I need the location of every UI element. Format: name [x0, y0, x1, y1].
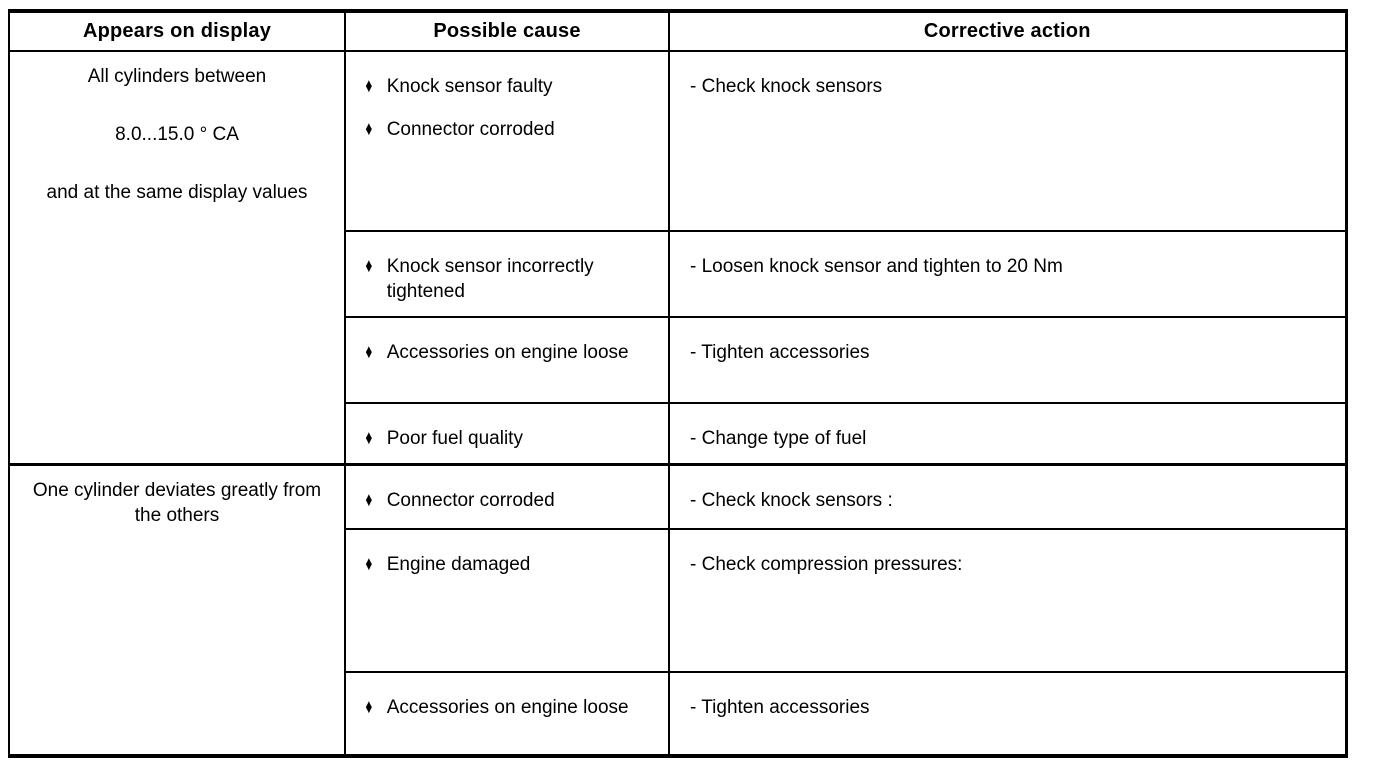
action-text: - Check knock sensors	[690, 76, 883, 97]
action-text: - Tighten accessories	[690, 696, 870, 718]
cause-item: ♦ Accessories on engine loose	[364, 340, 658, 365]
action-text: - Change type of fuel	[690, 428, 867, 450]
table-header-row: Appears on display Possible cause Correc…	[8, 10, 1347, 52]
display-line: All cylinders between	[87, 66, 267, 87]
table-row: ♦ Knock sensor incorrectly tightened - L…	[9, 229, 1347, 319]
column-header-corrective-action: Corrective action	[668, 10, 1347, 52]
cause-item: ♦ Poor fuel quality	[364, 426, 658, 451]
cause-cell: ♦ Engine damaged	[344, 527, 670, 673]
action-text: - Loosen knock sensor and tighten to 20 …	[690, 256, 1063, 277]
troubleshooting-table: Appears on display Possible cause Correc…	[8, 9, 1348, 758]
action-cell: - Change type of fuel	[668, 402, 1347, 466]
display-line: 8.0...15.0 ° CA	[115, 124, 239, 146]
bullet-diamond-icon: ♦	[365, 255, 373, 278]
cause-text: Connector corroded	[386, 119, 555, 141]
display-line: and at the same display values	[46, 182, 308, 204]
cause-cell: ♦ Accessories on engine loose	[344, 670, 670, 757]
cause-item: ♦ Knock sensor incorrectly tightened	[364, 254, 658, 304]
cause-item: ♦ Connector corroded	[364, 488, 658, 513]
column-header-appears-on-display: Appears on display	[8, 10, 346, 52]
bullet-diamond-icon: ♦	[365, 341, 373, 364]
cause-cell: ♦ Poor fuel quality	[344, 402, 670, 466]
display-line: One cylinder deviates greatly from the o…	[32, 480, 322, 527]
cause-item: ♦ Engine damaged	[364, 552, 658, 577]
table-row: All cylinders between 8.0...15.0 ° CA an…	[8, 50, 1347, 466]
action-cell: - Check knock sensors :	[668, 463, 1347, 530]
column-header-possible-cause: Possible cause	[344, 10, 670, 52]
cause-text: Knock sensor faulty	[386, 76, 553, 97]
cause-text: Engine damaged	[386, 553, 531, 575]
action-cell: - Check knock sensors	[668, 50, 1347, 232]
cause-cell: ♦ Connector corroded	[344, 463, 670, 530]
cause-cell: ♦ Accessories on engine loose	[344, 316, 670, 405]
table-row: ♦ Accessories on engine loose - Tighten …	[9, 316, 1347, 405]
action-cell: - Loosen knock sensor and tighten to 20 …	[668, 229, 1347, 319]
action-text: - Check knock sensors :	[690, 490, 893, 512]
action-cell: - Tighten accessories	[668, 670, 1347, 757]
cause-text: Knock sensor incorrectly tightened	[386, 256, 594, 303]
cause-item: ♦ Knock sensor faulty	[364, 74, 658, 99]
action-cell: - Check compression pressures:	[668, 527, 1347, 673]
action-text: - Check compression pressures:	[690, 553, 963, 575]
bullet-diamond-icon: ♦	[365, 489, 373, 512]
cause-cell: ♦ Knock sensor incorrectly tightened	[344, 229, 670, 319]
cause-text: Accessories on engine loose	[386, 696, 629, 718]
bullet-diamond-icon: ♦	[365, 696, 373, 719]
table-row: ♦ Engine damaged - Check compression pre…	[9, 527, 1347, 673]
table-row: ♦ Poor fuel quality - Change type of fue…	[9, 402, 1347, 466]
cause-cell: ♦ Knock sensor faulty ♦ Connector corrod…	[344, 50, 670, 232]
action-cell: - Tighten accessories	[668, 316, 1347, 405]
action-text: - Tighten accessories	[690, 342, 870, 364]
display-cell-one-cylinder-deviates: One cylinder deviates greatly from the o…	[8, 463, 346, 757]
cause-text: Connector corroded	[386, 490, 555, 512]
bullet-diamond-icon: ♦	[365, 553, 373, 576]
table-row: One cylinder deviates greatly from the o…	[8, 463, 1347, 757]
table-row: ♦ Accessories on engine loose - Tighten …	[9, 670, 1347, 757]
cause-text: Accessories on engine loose	[386, 342, 629, 364]
cause-text: Poor fuel quality	[386, 428, 523, 450]
cause-item: ♦ Accessories on engine loose	[364, 695, 658, 720]
cause-item: ♦ Connector corroded	[364, 117, 658, 142]
bullet-diamond-icon: ♦	[365, 427, 373, 450]
bullet-diamond-icon: ♦	[365, 118, 373, 141]
display-cell-all-cylinders: All cylinders between 8.0...15.0 ° CA an…	[8, 50, 346, 466]
bullet-diamond-icon: ♦	[365, 75, 373, 98]
